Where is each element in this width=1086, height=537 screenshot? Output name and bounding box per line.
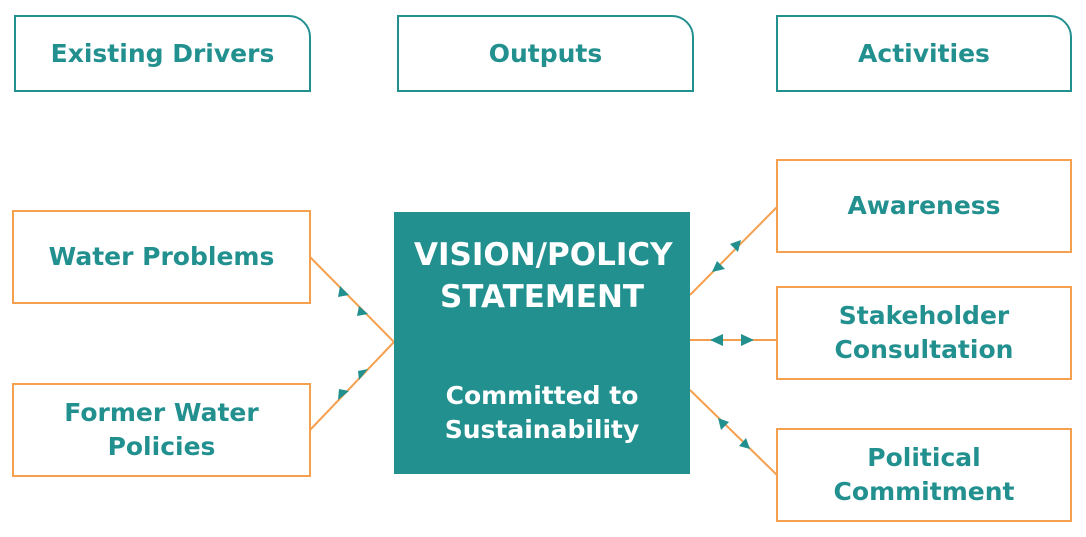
arrow-head-icon — [718, 418, 729, 430]
vision-policy-title: VISION/POLICY STATEMENT — [414, 237, 673, 315]
arrow-head-icon — [741, 334, 754, 346]
arrow-head-icon — [730, 240, 741, 252]
header-activities: Activities — [776, 15, 1072, 92]
activity-stakeholder-consultation: Stakeholder Consultation — [776, 286, 1072, 380]
connector-political — [689, 389, 778, 476]
activity-political-commitment: Political Commitment — [776, 428, 1072, 522]
header-existing-drivers-label: Existing Drivers — [50, 39, 275, 68]
driver-water-problems: Water Problems — [12, 210, 311, 304]
arrow-head-icon — [338, 286, 349, 297]
vision-policy-box: VISION/POLICY STATEMENT Committed to Sus… — [394, 212, 690, 474]
header-outputs: Outputs — [397, 15, 694, 92]
vision-policy-subtitle: Committed to Sustainability — [444, 381, 640, 444]
arrow-head-icon — [357, 306, 368, 316]
activity-awareness: Awareness — [776, 159, 1072, 253]
arrow-head-icon — [710, 334, 723, 346]
arrow-head-icon — [358, 369, 368, 380]
connector-former-water-policies — [309, 341, 395, 431]
activity-political-commitment-label: Political Commitment — [833, 443, 1015, 506]
activity-awareness-label: Awareness — [847, 191, 1001, 220]
arrow-head-icon — [712, 261, 725, 272]
arrow-head-icon — [338, 389, 349, 400]
driver-former-water-policies: Former Water Policies — [12, 383, 311, 477]
header-activities-label: Activities — [858, 39, 990, 68]
arrow-head-icon — [739, 438, 750, 449]
header-outputs-label: Outputs — [488, 39, 603, 68]
driver-former-water-policies-label: Former Water Policies — [64, 398, 259, 461]
connector-water-problems — [309, 256, 395, 343]
header-existing-drivers: Existing Drivers — [14, 15, 311, 92]
driver-water-problems-label: Water Problems — [48, 242, 275, 271]
activity-stakeholder-consultation-label: Stakeholder Consultation — [834, 301, 1014, 364]
connector-awareness — [689, 206, 778, 296]
